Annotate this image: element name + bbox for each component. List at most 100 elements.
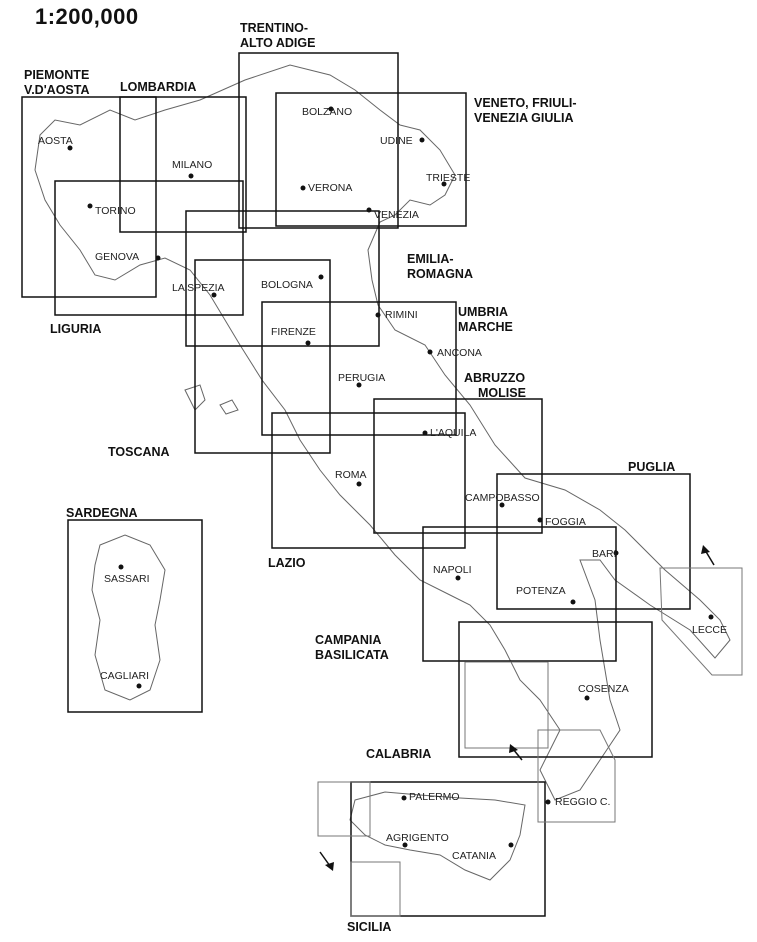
city-label-perugia: PERUGIA <box>338 372 385 384</box>
city-dot-milano <box>188 173 194 179</box>
city-dot-lecce <box>708 614 714 620</box>
city-dot-perugia <box>356 382 362 388</box>
city-dot-bari <box>613 550 619 556</box>
inset-sicilia-west <box>317 781 371 837</box>
city-dot-palermo <box>401 795 407 801</box>
city-label-firenze: FIRENZE <box>271 326 316 338</box>
sheet-liguria <box>54 180 244 316</box>
city-dot-aosta <box>67 145 73 151</box>
city-label-campobasso: CAMPOBASSO <box>465 492 540 504</box>
city-label-roma: ROMA <box>335 469 367 481</box>
city-label-cosenza: COSENZA <box>578 683 629 695</box>
city-markers <box>67 106 714 848</box>
city-dot-rimini <box>375 312 381 318</box>
region-label-piemonte: PIEMONTE V.D'AOSTA <box>24 68 93 97</box>
city-label-catania: CATANIA <box>452 850 496 862</box>
city-dot-la-spezia <box>211 292 217 298</box>
arrow-lecce <box>701 545 715 566</box>
region-label-liguria: LIGURIA <box>50 322 101 336</box>
city-dot-verona <box>300 185 306 191</box>
city-label-rimini: RIMINI <box>385 309 418 321</box>
city-label-palermo: PALERMO <box>409 791 460 803</box>
sheet-umbria <box>261 301 457 436</box>
arrows <box>319 545 715 871</box>
city-label-venezia: VENEZIA <box>374 209 419 221</box>
city-label-potenza: POTENZA <box>516 585 566 597</box>
region-label-veneto: VENETO, FRIULI- VENEZIA GIULIA <box>474 96 580 125</box>
elba-island <box>219 399 239 415</box>
arrow-sicilia <box>319 851 334 871</box>
city-label-udine: UDINE <box>380 135 413 147</box>
inset-reggio <box>537 729 616 823</box>
city-label-reggio: REGGIO C. <box>555 796 610 808</box>
city-dot-udine <box>419 137 425 143</box>
region-label-emilia: EMILIA- ROMAGNA <box>407 252 473 281</box>
region-label-campania: CAMPANIA BASILICATA <box>315 633 389 662</box>
inset-sicilia-south <box>350 861 401 917</box>
scale-title: 1:200,000 <box>35 4 139 29</box>
city-label-cagliari: CAGLIARI <box>100 670 149 682</box>
city-label-aosta: AOSTA <box>38 135 73 147</box>
city-dot-bologna <box>318 274 324 280</box>
sheet-trentino <box>238 52 399 229</box>
city-dot-agrigento <box>402 842 408 848</box>
city-labels: AOSTA BOLZANO UDINE MILANO TRIESTE VERON… <box>38 106 727 862</box>
sardinia-coastline <box>91 534 166 701</box>
city-label-laquila: L'AQUILA <box>430 427 476 439</box>
city-dot-sassari <box>118 564 124 570</box>
city-label-napoli: NAPOLI <box>433 564 472 576</box>
city-dot-roma <box>356 481 362 487</box>
city-dot-campobasso <box>499 502 505 508</box>
city-dot-laquila <box>422 430 428 436</box>
city-label-agrigento: AGRIGENTO <box>386 832 449 844</box>
city-label-genova: GENOVA <box>95 251 139 263</box>
city-dot-cagliari <box>136 683 142 689</box>
city-label-torino: TORINO <box>95 205 136 217</box>
city-label-la-spezia: LA SPEZIA <box>172 282 225 294</box>
region-label-abruzzo: ABRUZZO MOLISE <box>464 371 529 400</box>
region-label-sardegna: SARDEGNA <box>66 506 138 520</box>
region-label-calabria: CALABRIA <box>366 747 431 761</box>
sheet-toscana <box>194 259 331 454</box>
sheet-campania <box>422 526 617 662</box>
city-label-trieste: TRIESTE <box>426 172 470 184</box>
city-label-bari: BARI <box>592 548 617 560</box>
city-label-bolzano: BOLZANO <box>302 106 352 118</box>
city-label-ancona: ANCONA <box>437 347 482 359</box>
city-dot-bolzano <box>328 106 334 112</box>
region-label-lombardia: LOMBARDIA <box>120 80 196 94</box>
city-label-milano: MILANO <box>172 159 212 171</box>
region-label-umbria: UMBRIA MARCHE <box>458 305 513 334</box>
city-label-bologna: BOLOGNA <box>261 279 313 291</box>
sheet-puglia <box>496 473 691 610</box>
inset-salento <box>659 567 743 676</box>
region-label-trentino: TRENTINO- ALTO ADIGE <box>240 21 315 50</box>
sheet-sicilia <box>350 781 546 917</box>
region-label-sicilia: SICILIA <box>347 920 391 934</box>
city-dot-venezia <box>366 207 372 213</box>
region-label-lazio: LAZIO <box>268 556 306 570</box>
sheet-piemonte <box>21 96 157 298</box>
sheet-abruzzo <box>373 398 543 534</box>
sheet-sardegna <box>67 519 203 713</box>
arrow-calabria <box>509 744 523 761</box>
city-dot-potenza <box>570 599 576 605</box>
city-dot-genova <box>155 255 161 261</box>
city-dot-catania <box>508 842 514 848</box>
city-dot-foggia <box>537 517 543 523</box>
city-label-sassari: SASSARI <box>104 573 150 585</box>
sheet-calabria <box>458 621 653 758</box>
sheet-lazio <box>271 412 466 549</box>
city-dot-reggio <box>545 799 551 805</box>
region-label-puglia: PUGLIA <box>628 460 675 474</box>
region-labels: TRENTINO- ALTO ADIGE PIEMONTE V.D'AOSTA … <box>24 21 675 934</box>
sheet-lombardia <box>119 96 247 233</box>
inset-calabria-north <box>464 661 549 749</box>
city-dot-trieste <box>441 181 447 187</box>
city-dot-firenze <box>305 340 311 346</box>
city-dot-torino <box>87 203 93 209</box>
sheet-frames <box>21 52 691 917</box>
sheet-veneto <box>275 92 467 227</box>
city-dot-ancona <box>427 349 433 355</box>
